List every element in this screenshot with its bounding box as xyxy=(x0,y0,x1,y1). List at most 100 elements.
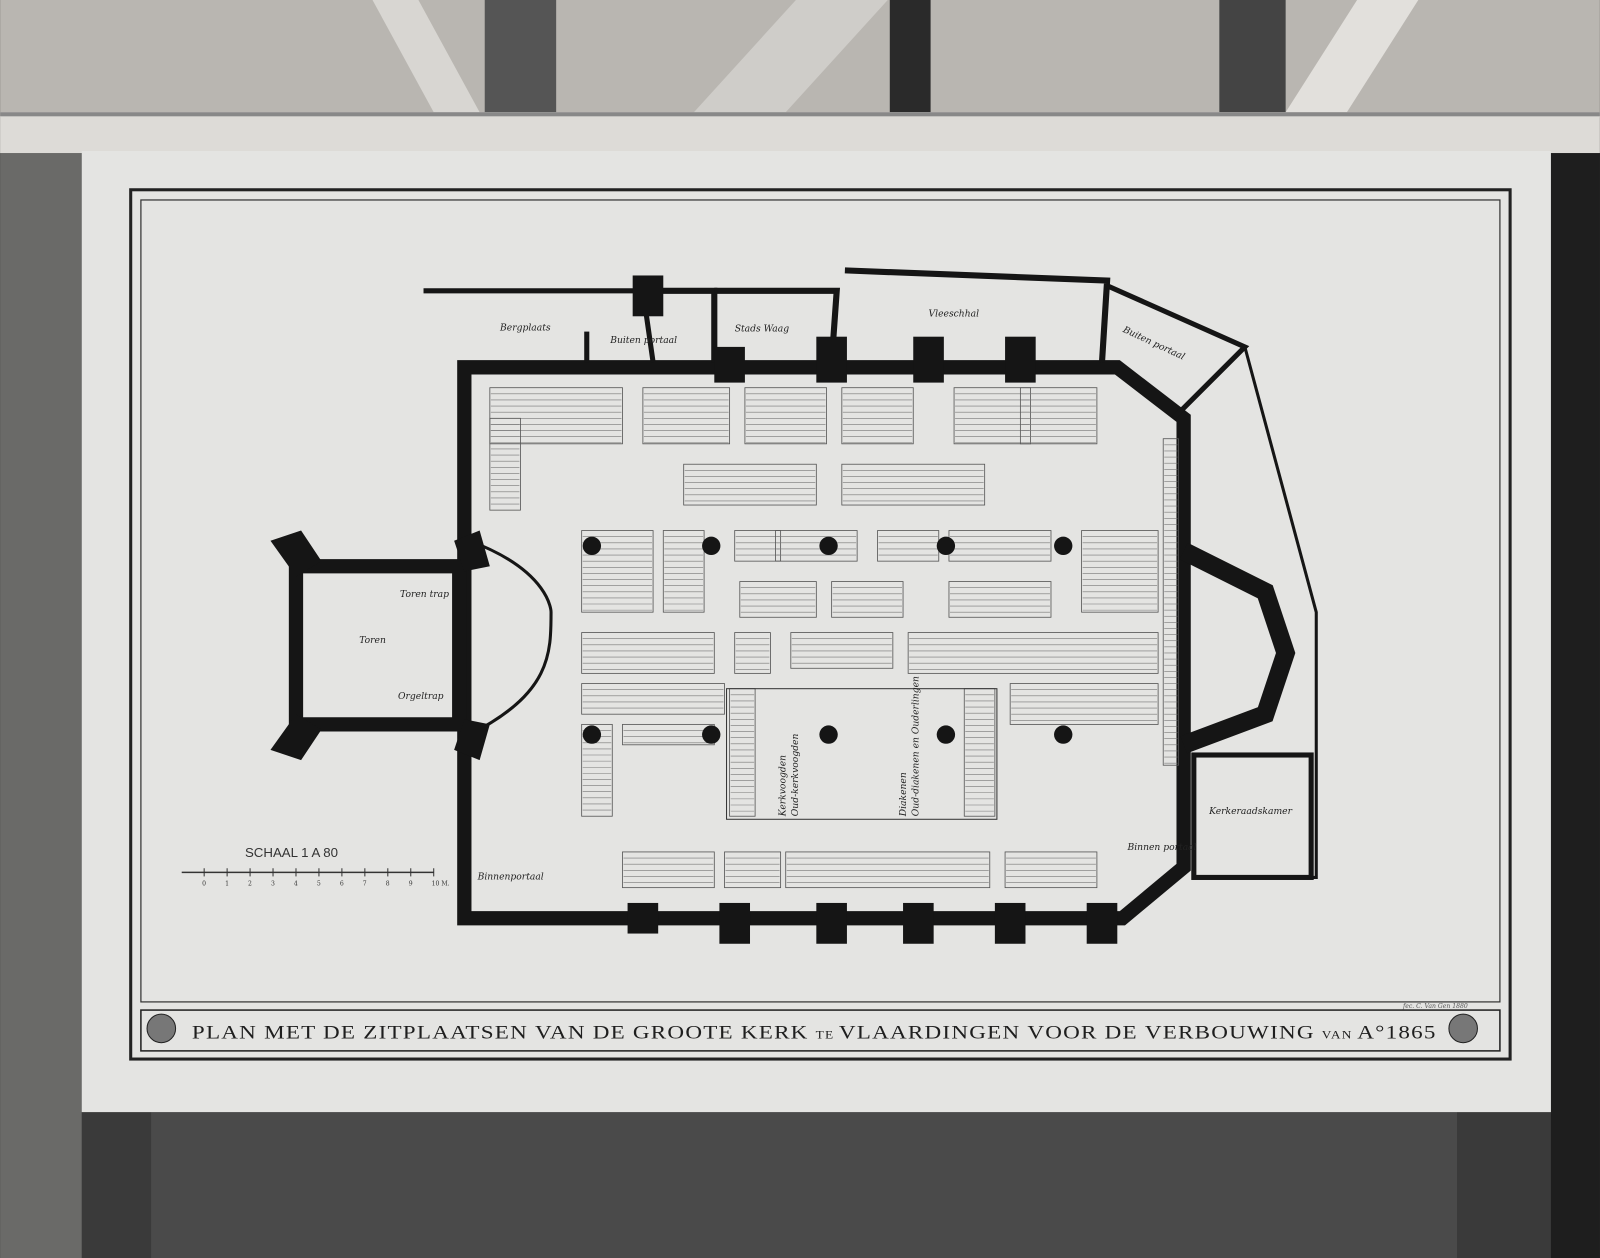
label-buiten-portaal: Buiten portaal xyxy=(609,335,677,346)
label-toren: Toren xyxy=(359,635,386,646)
tower-walls xyxy=(288,559,467,732)
signature: fec. C. Van Gen 1880 xyxy=(1402,1003,1468,1010)
label-oud-diakenen: Oud-diakenen en Ouderlingen xyxy=(910,676,921,816)
pew-block xyxy=(581,683,725,715)
scale-tick-label: 1 xyxy=(225,881,229,888)
scale-tick-label: 2 xyxy=(248,881,252,888)
scale-tick-label: 9 xyxy=(409,881,413,888)
rosette-ornament-right xyxy=(1448,1013,1478,1044)
pew-block xyxy=(953,387,1031,445)
apse-walls xyxy=(1179,542,1296,754)
pew-block xyxy=(744,387,827,445)
beam-left xyxy=(372,0,480,113)
entrance-arc xyxy=(468,539,553,736)
columns xyxy=(582,536,1073,744)
label-vleeschhal: Vleeschhal xyxy=(929,308,980,319)
pew-block xyxy=(489,417,521,511)
beam-right xyxy=(1285,0,1419,113)
post-left xyxy=(484,0,557,113)
label-toren-trap: Toren trap xyxy=(400,589,449,600)
post-center xyxy=(889,0,931,113)
pew-block xyxy=(790,632,894,669)
title-word: VOOR DE xyxy=(1027,1023,1144,1044)
rosette-ornament-left xyxy=(146,1013,177,1044)
title-word: TE xyxy=(816,1030,839,1042)
column xyxy=(819,536,838,556)
pulpit-enclosure xyxy=(726,688,998,820)
pew-block xyxy=(734,632,771,674)
scale-tick-label: 0 xyxy=(202,881,206,888)
column xyxy=(702,536,721,556)
pew-block xyxy=(662,530,705,613)
pew-block xyxy=(683,463,817,506)
title-word: MET DE xyxy=(264,1023,363,1044)
pew-block xyxy=(734,530,782,562)
scale-tick-label: 7 xyxy=(363,881,367,888)
pew-block xyxy=(724,851,782,889)
pew-block xyxy=(1004,851,1098,889)
label-binnenportaal: Binnenportaal xyxy=(477,871,544,882)
title-word: VAN DE xyxy=(535,1023,633,1044)
pew-block xyxy=(739,581,817,618)
title-word: KERK xyxy=(741,1023,816,1044)
scale-tick-label: 10 M. xyxy=(432,881,450,888)
pew-block xyxy=(907,632,1159,674)
scale-ticks: 0 1 2 3 4 5 6 7 8 9 10 M. xyxy=(202,868,450,888)
outer-border xyxy=(129,188,1512,1061)
scale-tick-label: 8 xyxy=(386,881,390,888)
label-orgeltrap: Orgeltrap xyxy=(398,691,444,702)
pew-blocks xyxy=(489,387,1179,889)
label-stads-waag: Stads Waag xyxy=(735,324,789,335)
column xyxy=(1054,536,1073,556)
scale-tick-label: 4 xyxy=(294,881,298,888)
column xyxy=(582,536,602,556)
drawing-sheet xyxy=(81,151,1551,1113)
column xyxy=(1054,725,1073,744)
label-oud-kerkvoogden: Oud-kerkvoogden xyxy=(790,734,801,817)
pew-block xyxy=(841,463,986,506)
title-word: VAN xyxy=(1322,1030,1357,1042)
pew-block xyxy=(948,530,1052,562)
label-binnen-portaal: Binnen portaal xyxy=(1127,842,1197,853)
pew-block xyxy=(1019,387,1098,445)
wall-left xyxy=(0,117,82,1258)
pew-block xyxy=(963,688,996,817)
title-word: PLAN xyxy=(192,1023,264,1044)
pew-block xyxy=(581,632,715,674)
beam-center xyxy=(693,0,888,113)
column xyxy=(702,725,721,744)
drawing-title: PLAN MET DE ZITPLAATSEN VAN DE GROOTE KE… xyxy=(192,1023,1437,1044)
pew-block xyxy=(785,851,991,889)
title-word: VLAARDINGEN xyxy=(839,1023,1027,1044)
pulpit xyxy=(819,725,838,744)
pew-block xyxy=(622,851,715,889)
pew-block xyxy=(642,387,731,445)
scale-tick-label: 3 xyxy=(271,881,275,888)
inner-border xyxy=(140,199,1501,1003)
scale-label: SCHAAL 1 A 80 xyxy=(245,845,338,860)
buttresses xyxy=(270,275,1118,944)
label-kerkeraadskamer: Kerkeraadskamer xyxy=(1208,806,1292,817)
label-diakenen: Diakenen xyxy=(898,772,909,817)
pew-block xyxy=(948,581,1052,618)
nave-walls xyxy=(457,360,1191,926)
scale-tick-label: 6 xyxy=(340,881,344,888)
title-word: GROOTE xyxy=(633,1023,741,1044)
title-word: A°1865 xyxy=(1357,1023,1436,1044)
shelf-edge xyxy=(0,112,1600,117)
vleeschhal-walls xyxy=(844,267,1111,363)
scale-tick-label: 5 xyxy=(317,881,321,888)
post-right xyxy=(1219,0,1286,113)
label-bergplaats: Bergplaats xyxy=(499,323,551,334)
pew-block xyxy=(775,530,858,562)
pew-block xyxy=(831,581,904,618)
pew-block xyxy=(1009,683,1159,725)
shelf xyxy=(0,112,1600,154)
pew-block xyxy=(841,387,914,445)
column xyxy=(582,725,602,744)
pew-block xyxy=(1081,530,1159,613)
wall-right xyxy=(1550,153,1600,1258)
kerkeraadskamer-walls xyxy=(1191,752,1314,880)
stand xyxy=(151,1112,1458,1258)
